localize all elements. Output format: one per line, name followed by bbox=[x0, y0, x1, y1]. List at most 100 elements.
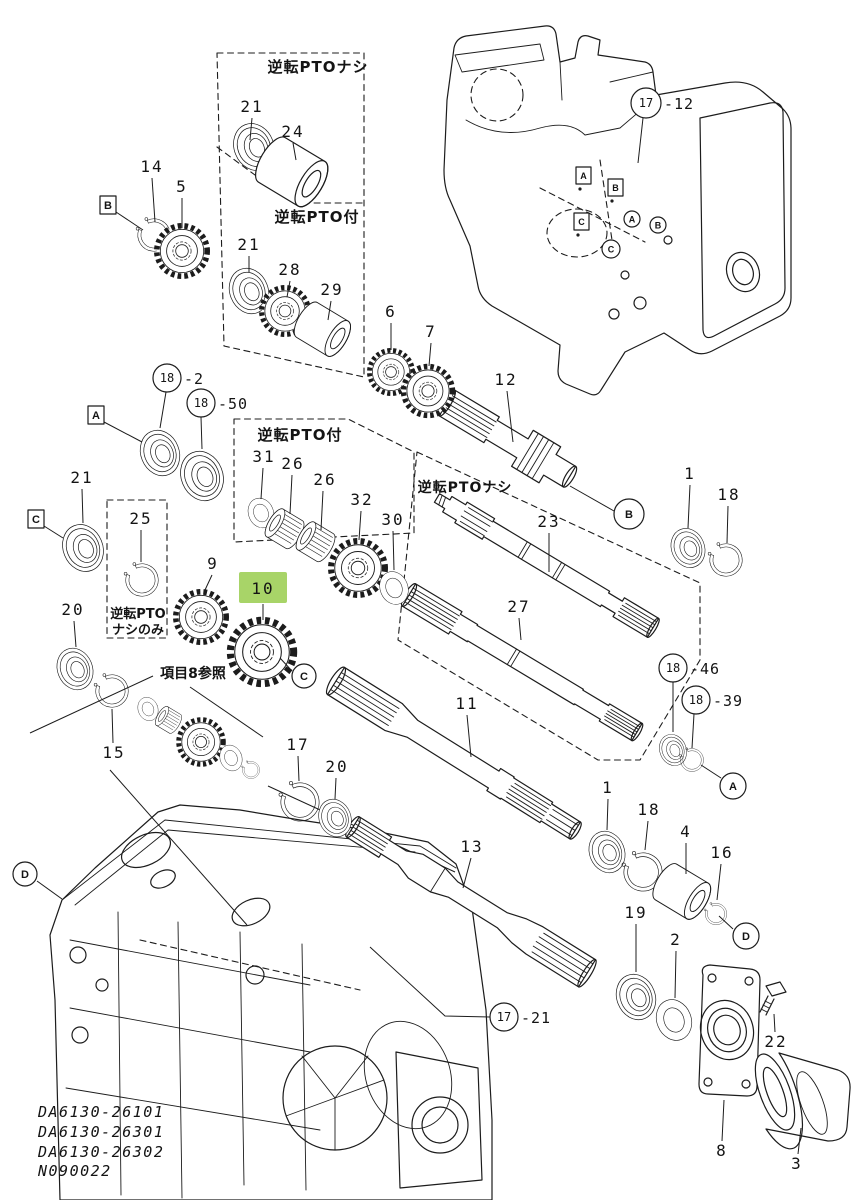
part-label-8: 8 bbox=[716, 1141, 728, 1160]
letter-callout-square-a: A bbox=[87, 405, 143, 443]
callout-17-21: 17 -21 bbox=[369, 946, 551, 1032]
letter-callout-circle-b: B bbox=[569, 485, 645, 530]
svg-text:17: 17 bbox=[639, 96, 653, 110]
shaft-12 bbox=[437, 389, 578, 488]
part-label-5: 5 bbox=[176, 177, 188, 196]
letter-callout-circle-d-left: D bbox=[12, 861, 63, 900]
region-label-top-no-pto: 逆転PTOナシ bbox=[268, 58, 369, 76]
highlighted-part-label-10: 10 bbox=[239, 572, 287, 620]
letter-callout-square-b: B bbox=[99, 195, 144, 231]
shaft-11 bbox=[325, 666, 582, 840]
part-label-21-top: 21 bbox=[240, 97, 263, 116]
svg-text:-50: -50 bbox=[218, 395, 248, 413]
part-label-3: 3 bbox=[791, 1154, 803, 1173]
part-label-20-mid: 20 bbox=[325, 757, 348, 776]
part-label-1-lower: 1 bbox=[602, 778, 614, 797]
part-label-4: 4 bbox=[680, 822, 692, 841]
svg-text:-39: -39 bbox=[713, 692, 743, 710]
svg-text:B: B bbox=[612, 183, 619, 193]
svg-text:18: 18 bbox=[160, 371, 174, 385]
region-label-right-no-pto: 逆転PTOナシ bbox=[418, 479, 513, 496]
gear-5 bbox=[157, 226, 207, 276]
part-label-29: 29 bbox=[320, 280, 343, 299]
shaft-23 bbox=[433, 493, 660, 638]
svg-text:B: B bbox=[655, 221, 662, 231]
svg-text:-12: -12 bbox=[664, 95, 694, 113]
cover-plate-8 bbox=[698, 964, 761, 1097]
variant-box-snapring25 bbox=[106, 499, 168, 639]
part-label-20-left: 20 bbox=[61, 600, 84, 619]
svg-text:18: 18 bbox=[194, 396, 208, 410]
svg-text:C: C bbox=[300, 671, 308, 683]
callout-17-12: 17 -12 bbox=[630, 87, 694, 164]
part-label-10: 10 bbox=[251, 579, 274, 598]
svg-text:A: A bbox=[729, 781, 737, 793]
svg-text:A: A bbox=[92, 410, 100, 422]
part-label-31: 31 bbox=[252, 447, 275, 466]
callout-18-50: 18 -50 bbox=[186, 388, 248, 450]
svg-text:-21: -21 bbox=[521, 1009, 551, 1027]
footer-code-3: DA6130-26302 bbox=[37, 1143, 164, 1161]
part-label-18-lower: 18 bbox=[637, 800, 660, 819]
seal-2 bbox=[649, 993, 699, 1047]
gear-item8 bbox=[179, 720, 224, 765]
housing-lower bbox=[49, 804, 493, 1200]
gear-10 bbox=[230, 620, 293, 683]
region-label-mid-with-pto: 逆転PTO付 bbox=[258, 426, 343, 444]
part-label-15: 15 bbox=[102, 743, 125, 762]
snapring-25 bbox=[123, 562, 159, 597]
part-label-32: 32 bbox=[350, 490, 373, 509]
svg-text:B: B bbox=[625, 509, 633, 521]
part-label-26-second: 26 bbox=[313, 470, 336, 489]
part-labels: 21 24 14 5 21 28 29 6 7 12 23 1 18 31 26… bbox=[61, 97, 802, 1173]
bearing-21-left bbox=[55, 517, 111, 579]
part-label-30: 30 bbox=[381, 510, 404, 529]
bearing-18-46 bbox=[654, 729, 692, 771]
svg-text:C: C bbox=[578, 217, 585, 227]
region-label-no-pto-only-1: 逆転PTO bbox=[110, 606, 165, 622]
svg-text:-2: -2 bbox=[184, 370, 204, 388]
svg-text:-46: -46 bbox=[690, 660, 720, 678]
svg-text:C: C bbox=[608, 245, 615, 255]
part-label-11: 11 bbox=[455, 694, 478, 713]
region-label-no-pto-only-2: ナシのみ bbox=[112, 623, 164, 638]
svg-text:17: 17 bbox=[497, 1010, 511, 1024]
footer-codes: DA6130-26101 DA6130-26301 DA6130-26302 N… bbox=[37, 1103, 164, 1180]
callout-18-39: 18 -39 bbox=[681, 685, 743, 749]
footer-code-2: DA6130-26301 bbox=[37, 1123, 164, 1141]
snapring-item8 bbox=[241, 760, 260, 779]
housing-upper bbox=[443, 25, 792, 396]
housing-callouts: A B C A B C bbox=[573, 166, 667, 259]
gear-32 bbox=[331, 541, 385, 595]
part-label-14: 14 bbox=[140, 157, 163, 176]
letter-callout-square-c: C bbox=[27, 509, 64, 539]
snapring-16 bbox=[703, 902, 727, 925]
cap-3 bbox=[754, 1052, 851, 1150]
svg-text:B: B bbox=[104, 200, 112, 212]
part-label-1-upper: 1 bbox=[684, 464, 696, 483]
part-label-23: 23 bbox=[537, 512, 560, 531]
gear-9 bbox=[176, 592, 226, 642]
footer-code-1: DA6130-26101 bbox=[37, 1103, 164, 1121]
shaft-13 bbox=[345, 816, 597, 988]
bolt-22 bbox=[759, 981, 787, 1016]
bearing-18-2 bbox=[133, 423, 187, 483]
gear-7 bbox=[404, 367, 453, 416]
svg-text:18: 18 bbox=[689, 693, 703, 707]
region-label-see-item8: 項目8参照 bbox=[160, 665, 226, 682]
region-label-top-with-pto: 逆転PTO付 bbox=[275, 208, 360, 226]
variant-box-mid bbox=[233, 418, 415, 543]
snapring-17 bbox=[278, 781, 320, 822]
part-label-19: 19 bbox=[624, 903, 647, 922]
leader-item8-left bbox=[29, 675, 154, 734]
leader-item8-right bbox=[189, 686, 264, 738]
leader-case-long1 bbox=[109, 769, 248, 926]
part-label-16: 16 bbox=[710, 843, 733, 862]
part-label-25: 25 bbox=[129, 509, 152, 528]
part-label-26-first: 26 bbox=[281, 454, 304, 473]
callout-18-46: 18 -46 bbox=[658, 653, 720, 732]
letter-callout-circle-d-right: D bbox=[718, 915, 760, 950]
part-label-21-left: 21 bbox=[70, 468, 93, 487]
